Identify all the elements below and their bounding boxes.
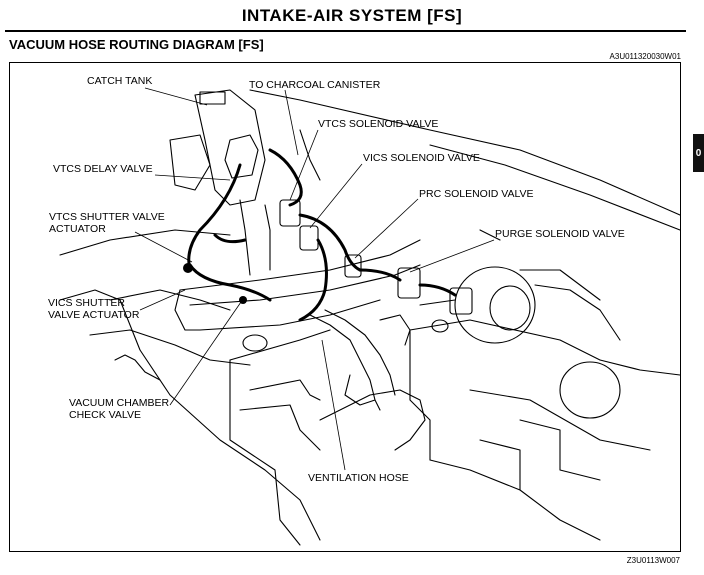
vacuum-hose-4 xyxy=(298,238,328,322)
engine-block-left xyxy=(229,359,301,546)
vacuum-hose-7 xyxy=(188,263,272,302)
chapter-side-tab[interactable]: 0 xyxy=(693,134,704,172)
leader-ventilation-hose xyxy=(321,339,346,471)
label-to-charcoal-canister: TO CHARCOAL CANISTER xyxy=(249,79,381,91)
cylinder-lower xyxy=(559,361,621,419)
leader-vtcs-solenoid xyxy=(289,129,319,201)
label-vics-shutter-valve-actuator-line1: VICS SHUTTER xyxy=(48,297,126,309)
label-vtcs-solenoid-valve: VTCS SOLENOID VALVE xyxy=(318,118,439,130)
cylinder-front xyxy=(454,266,536,344)
leader-vacuum-chamber xyxy=(169,301,242,406)
vacuum-hose-1 xyxy=(268,148,303,207)
label-catch-tank: CATCH TANK xyxy=(87,75,153,87)
leader-vics-shutter xyxy=(139,289,186,311)
vics-solenoid-valve-shape xyxy=(299,225,319,251)
label-vacuum-chamber-check-valve-line2: CHECK VALVE xyxy=(69,409,141,421)
label-vtcs-shutter-valve-actuator-line1: VTCS SHUTTER VALVE xyxy=(49,211,165,223)
leader-vtcs-delay xyxy=(154,174,231,181)
vacuum-hose-3 xyxy=(298,213,362,272)
vacuum-hose-5 xyxy=(358,268,402,282)
vacuum-hose-6 xyxy=(418,283,457,297)
engine-block-right xyxy=(409,319,601,361)
left-body-line xyxy=(59,229,231,256)
leader-catch-tank xyxy=(144,87,208,106)
leader-charcoal-canister xyxy=(284,89,299,156)
vacuum-hose-8 xyxy=(213,233,247,244)
figure-code-top: A3U011320030W01 xyxy=(609,52,681,61)
label-vics-shutter-valve-actuator-line2: VALVE ACTUATOR xyxy=(48,309,140,321)
section-title: VACUUM HOSE ROUTING DIAGRAM [FS] xyxy=(9,37,264,52)
intake-manifold xyxy=(179,239,421,291)
diagram-frame xyxy=(9,62,681,552)
leader-vtcs-shutter xyxy=(134,231,193,263)
fender-line xyxy=(249,89,681,216)
label-ventilation-hose: VENTILATION HOSE xyxy=(308,472,409,484)
label-vtcs-delay-valve: VTCS DELAY VALVE xyxy=(53,163,153,175)
page-title: INTAKE-AIR SYSTEM [FS] xyxy=(241,6,463,25)
label-vtcs-shutter-valve-actuator-line2: ACTUATOR xyxy=(49,223,106,235)
label-vics-solenoid-valve: VICS SOLENOID VALVE xyxy=(363,152,480,164)
title-rule xyxy=(5,30,686,32)
label-prc-solenoid-valve: PRC SOLENOID VALVE xyxy=(419,188,534,200)
label-vacuum-chamber-check-valve-line1: VACUUM CHAMBER xyxy=(69,397,170,409)
leader-purge-solenoid xyxy=(409,239,495,273)
figure-code-bottom: Z3U0113W007 xyxy=(626,556,680,565)
vacuum-hose-2 xyxy=(187,163,242,272)
label-purge-solenoid-valve: PURGE SOLENOID VALVE xyxy=(495,228,625,240)
purge-solenoid-valve-shape xyxy=(397,267,421,299)
catch-tank-body xyxy=(194,89,266,206)
leader-prc-solenoid xyxy=(354,198,419,259)
leader-vics-solenoid xyxy=(309,163,363,229)
prc-solenoid-valve-shape xyxy=(344,254,362,278)
